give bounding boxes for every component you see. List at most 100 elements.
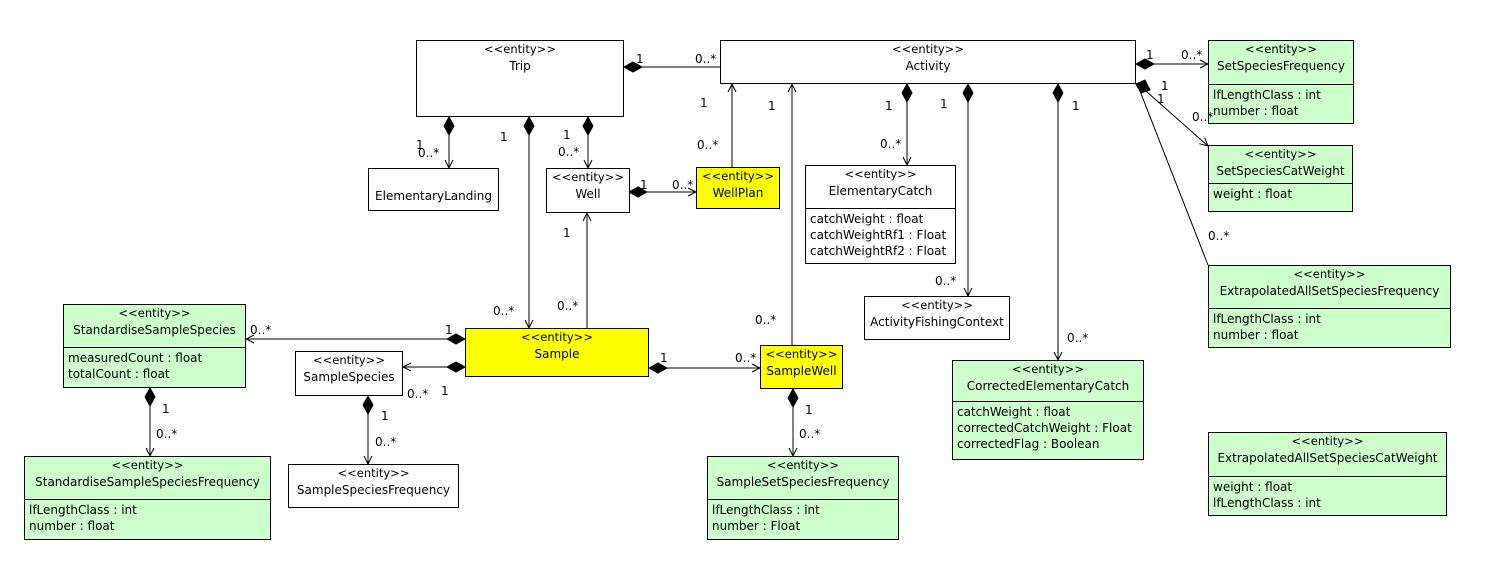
stereotype-label: <<entity>> [552, 170, 624, 184]
entity-sample[interactable]: <<entity>> Sample [465, 328, 649, 377]
entity-sample-species-frequency[interactable]: <<entity>> SampleSpeciesFrequency [288, 464, 459, 508]
attribute: lfLengthClass : int [29, 503, 137, 517]
attribute-list: lfLengthClass : int number : float [1209, 308, 1450, 345]
entity-sample-set-species-frequency[interactable]: <<entity>> SampleSetSpeciesFrequency lfL… [707, 456, 899, 540]
entity-standardise-sample-species-frequency[interactable]: <<entity>> StandardiseSampleSpeciesFrequ… [24, 456, 271, 540]
stereotype-label: <<entity>> [844, 167, 917, 181]
multiplicity-label: 0..* [672, 178, 694, 192]
entity-name: SampleSpeciesFrequency [296, 483, 451, 497]
attribute: number : Float [712, 519, 801, 533]
multiplicity-label: 0..* [695, 52, 717, 66]
entity-activity[interactable]: <<entity>> Activity [720, 40, 1136, 84]
composition-diamond [1134, 58, 1156, 70]
entity-name: ActivityFishingContext [870, 315, 1004, 329]
multiplicity-label: 1 [416, 138, 424, 152]
attribute-list: measuredCount : float totalCount : float [64, 347, 245, 384]
stereotype-label: <<entity>> [521, 330, 593, 344]
attribute-list: weight : float lfLengthClass : int [1209, 476, 1446, 513]
attribute: catchWeightRf1 : Float [810, 228, 947, 242]
entity-name: StandardiseSampleSpecies [73, 323, 236, 337]
entity-name: StandardiseSampleSpeciesFrequency [35, 475, 260, 489]
entity-name: ExtrapolatedAllSetSpeciesCatWeight [1217, 451, 1438, 465]
multiplicity-label: 0..* [935, 274, 957, 288]
attribute-list: weight : float [1209, 183, 1352, 204]
entity-name: ElementaryLanding [375, 189, 492, 203]
stereotype-label: <<entity>> [337, 466, 410, 480]
multiplicity-label: 1 [1161, 79, 1169, 93]
stereotype-label: <<entity>> [1244, 147, 1317, 161]
composition-diamond [362, 394, 374, 416]
multiplicity-label: 1 [1157, 92, 1165, 106]
stereotype-label: <<entity>> [1245, 42, 1317, 56]
multiplicity-label: 1 [563, 128, 571, 142]
entity-activity-fishing-context[interactable]: <<entity>> ActivityFishingContext [864, 296, 1010, 340]
entity-sample-species[interactable]: <<entity>> SampleSpecies [295, 351, 403, 396]
stereotype-label: <<entity>> [1012, 362, 1084, 376]
entity-name: Sample [534, 347, 580, 361]
attribute-list: catchWeight : float correctedCatchWeight… [953, 401, 1143, 454]
multiplicity-label: 1 [805, 403, 813, 417]
multiplicity-label: 0..* [558, 145, 580, 159]
attribute: lfLengthClass : int [1213, 312, 1321, 326]
stereotype-label: <<entity>> [118, 306, 191, 320]
multiplicity-label: 0..* [697, 138, 719, 152]
composition-diamond [523, 115, 535, 137]
attribute: measuredCount : float [68, 351, 203, 365]
stereotype-label: <<entity>> [1291, 434, 1364, 448]
attribute: weight : float [1213, 187, 1293, 201]
entity-extrapolated-all-set-species-cat-weight[interactable]: <<entity>> ExtrapolatedAllSetSpeciesCatW… [1208, 432, 1447, 516]
entity-name: Trip [509, 59, 531, 73]
multiplicity-label: 1 [700, 96, 708, 110]
entity-name: Activity [905, 59, 951, 73]
attribute: catchWeightRf2 : Float [810, 244, 947, 258]
multiplicity-label: 1 [1072, 99, 1080, 113]
attribute: number : float [29, 519, 115, 533]
stereotype-label: <<entity>> [484, 42, 556, 56]
entity-set-species-frequency[interactable]: <<entity>> SetSpeciesFrequency lfLengthC… [1208, 40, 1354, 124]
assoc-activity-extrapolated [1137, 85, 1209, 266]
attribute: number : float [1213, 104, 1299, 118]
entity-elementary-landing[interactable]: ElementaryLanding [368, 168, 499, 211]
entity-well[interactable]: <<entity>> Well [546, 168, 630, 213]
composition-diamond [1052, 82, 1064, 104]
attribute: lfLengthClass : int [712, 503, 820, 517]
multiplicity-label: 1 [563, 226, 571, 240]
entity-name: SampleSpecies [303, 370, 395, 384]
multiplicity-label: 0..* [735, 351, 757, 365]
multiplicity-label: 0..* [1208, 229, 1230, 243]
stereotype-label: <<entity>> [767, 458, 839, 472]
multiplicity-label: 0..* [156, 427, 178, 441]
composition-diamond [445, 333, 467, 345]
entity-sample-well[interactable]: <<entity>> SampleWell [760, 345, 843, 389]
assoc-activity-setspeciescatweight [1137, 83, 1208, 146]
multiplicity-label: 1 [500, 130, 508, 144]
entity-standardise-sample-species[interactable]: <<entity>> StandardiseSampleSpecies meas… [63, 304, 246, 388]
multiplicity-label: 0..* [1181, 48, 1203, 62]
composition-diamond [443, 115, 455, 137]
multiplicity-label: 1 [441, 384, 449, 398]
attribute-list: lfLengthClass : int number : float [25, 499, 270, 536]
composition-diamond [647, 362, 669, 374]
multiplicity-label: 0..* [375, 435, 397, 449]
entity-elementary-catch[interactable]: <<entity>> ElementaryCatch catchWeight :… [805, 165, 956, 264]
entity-name: SetSpeciesCatWeight [1216, 164, 1345, 178]
stereotype-label: <<entity>> [765, 347, 838, 361]
multiplicity-label: 1 [1146, 48, 1154, 62]
composition-diamond [622, 61, 644, 73]
attribute-list: lfLengthClass : int number : float [1209, 84, 1353, 121]
entity-name: ElementaryCatch [828, 184, 933, 198]
composition-diamond [787, 387, 799, 409]
entity-corrected-elementary-catch[interactable]: <<entity>> CorrectedElementaryCatch catc… [952, 360, 1144, 460]
entity-extrapolated-all-set-species-frequency[interactable]: <<entity>> ExtrapolatedAllSetSpeciesFreq… [1208, 265, 1451, 348]
entity-well-plan[interactable]: <<entity>> WellPlan [696, 167, 780, 209]
entity-set-species-cat-weight[interactable]: <<entity>> SetSpeciesCatWeight weight : … [1208, 145, 1353, 212]
entity-name: ExtrapolatedAllSetSpeciesFrequency [1219, 284, 1440, 298]
multiplicity-label: 0..* [407, 387, 429, 401]
composition-diamond [144, 386, 156, 408]
attribute: lfLengthClass : int [1213, 88, 1321, 102]
entity-trip[interactable]: <<entity>> Trip [416, 40, 624, 117]
multiplicity-label: 0..* [880, 137, 902, 151]
multiplicity-label: 1 [636, 52, 644, 66]
multiplicity-label: 0..* [493, 304, 515, 318]
